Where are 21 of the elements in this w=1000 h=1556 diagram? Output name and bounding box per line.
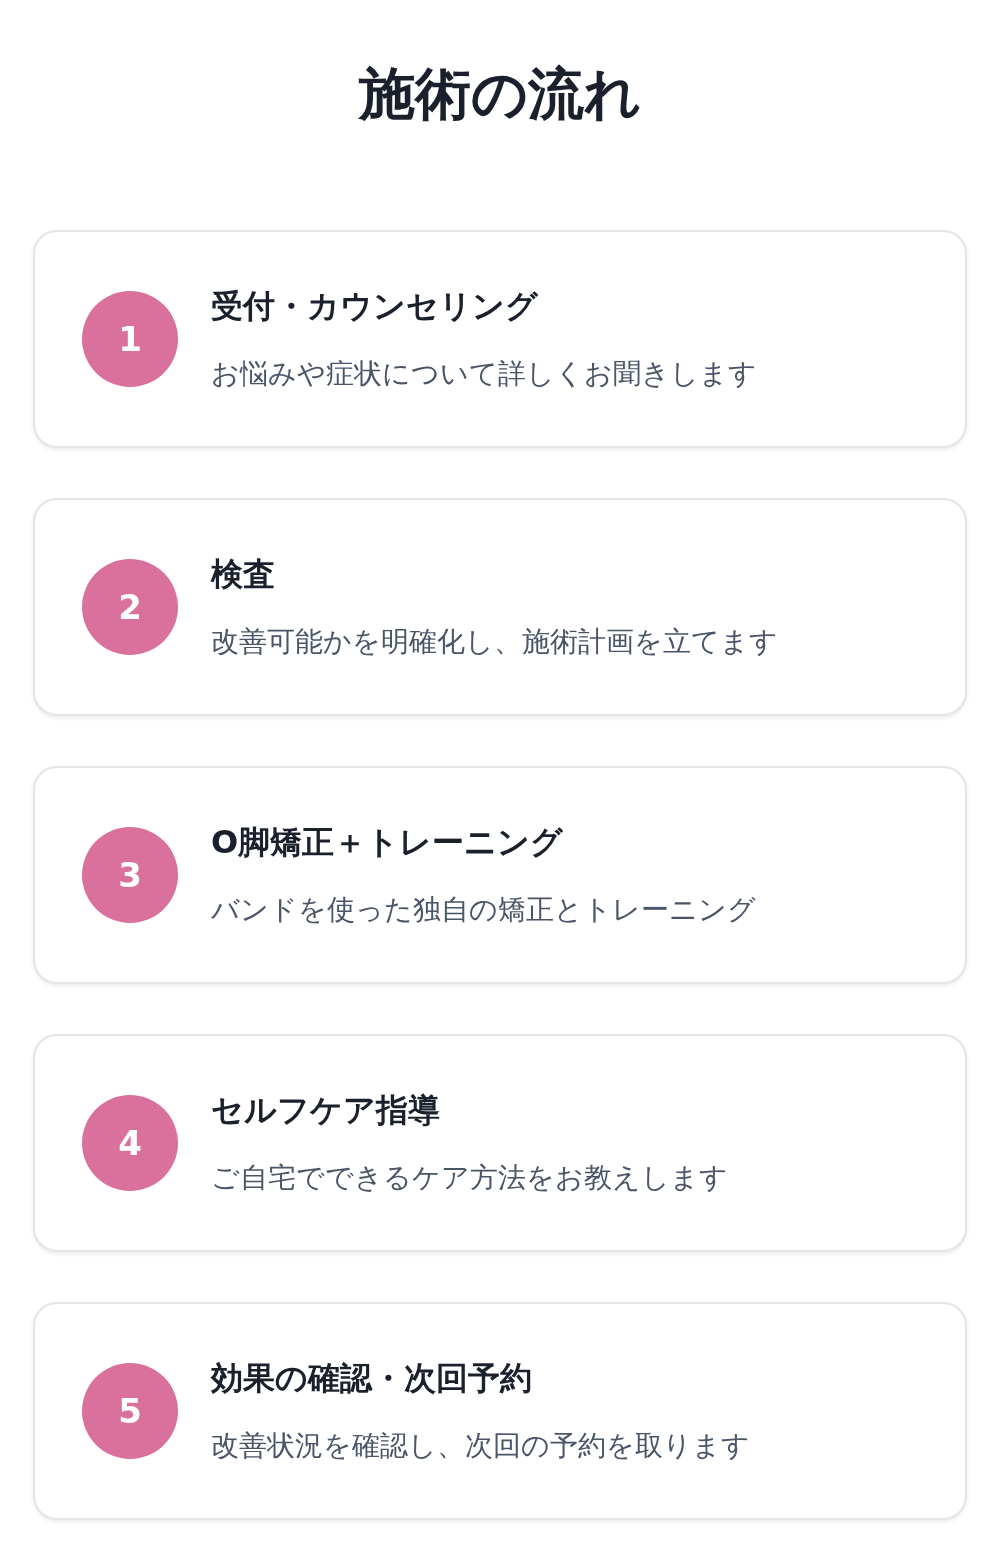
step-description: 改善状況を確認し、次回の予約を取ります (211, 1428, 750, 1464)
step-title: 検査 (211, 554, 275, 595)
step-title: セルフケア指導 (211, 1090, 440, 1131)
step-number-circle: 5 (82, 1363, 178, 1459)
step-card (33, 498, 967, 716)
step-description: バンドを使った独自の矯正とトレーニング (211, 892, 756, 928)
step-description: ご自宅でできるケア方法をお教えします (211, 1160, 728, 1196)
step-number-circle: 2 (82, 559, 178, 655)
step-number-circle: 3 (82, 827, 178, 923)
step-number-circle: 1 (82, 291, 178, 387)
step-description: 改善可能かを明確化し、施術計画を立てます (211, 624, 778, 660)
step-card (33, 230, 967, 448)
step-description: お悩みや症状について詳しくお聞きします (211, 356, 757, 392)
step-card (33, 766, 967, 984)
step-title: O脚矯正＋トレーニング (211, 822, 564, 863)
step-title: 受付・カウンセリング (211, 286, 538, 327)
step-card (33, 1034, 967, 1252)
page-title: 施術の流れ (359, 61, 641, 126)
step-number-circle: 4 (82, 1095, 178, 1191)
step-card (33, 1302, 967, 1520)
step-title: 効果の確認・次回予約 (211, 1358, 532, 1399)
